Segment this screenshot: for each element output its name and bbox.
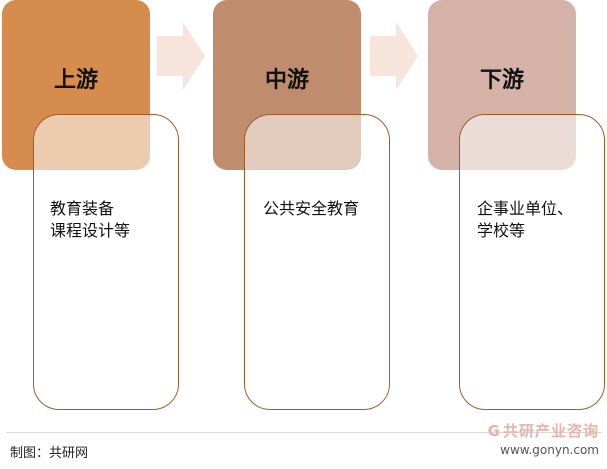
downstream-detail-box [459, 114, 605, 410]
arrow-shape [157, 22, 205, 90]
midstream-description: 公共安全教育 [263, 198, 359, 220]
upstream-title: 上游 [53, 68, 98, 93]
description-line: 学校等 [477, 221, 526, 240]
description-line: 课程设计等 [50, 221, 131, 240]
upstream-description: 教育装备 课程设计等 [50, 198, 130, 242]
midstream-title: 中游 [264, 68, 309, 93]
downstream-title: 下游 [479, 68, 524, 93]
midstream-detail-box [244, 114, 390, 410]
arrow-right-icon [157, 22, 205, 90]
arrow-shape [370, 22, 418, 90]
description-line: 企事业单位、 [477, 199, 574, 218]
upstream-detail-box [33, 114, 179, 410]
arrow-right-icon [370, 22, 418, 90]
description-line: 教育装备 [50, 199, 115, 218]
watermark-url: www.gonyn.com [500, 443, 599, 457]
description-line: 公共安全教育 [263, 199, 360, 218]
footer-divider [6, 432, 602, 433]
chart-credit: 制图：共研网 [10, 446, 89, 461]
gonyn-logo-icon: G [487, 422, 501, 440]
watermark-name-text: 共研产业咨询 [502, 422, 599, 440]
downstream-description: 企事业单位、 学校等 [477, 198, 573, 242]
